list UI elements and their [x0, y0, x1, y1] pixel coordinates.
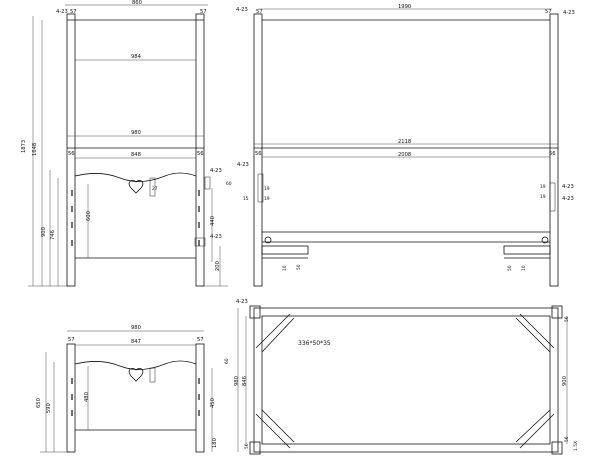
- headboard-slot-marks: [71, 190, 200, 246]
- side-hook-left-dim-0: 19: [264, 186, 270, 192]
- footboard-front-view: 980 57 57 847 650 590 480 60 450 180: [36, 325, 230, 453]
- plan-left-dim-c: 56: [244, 443, 250, 449]
- plan-right-dim-c: 56: [564, 436, 570, 442]
- footboard-right-dim-b: 180: [212, 438, 218, 448]
- side-right-post: 56: [549, 151, 556, 157]
- plan-corner-label: 4-23: [236, 299, 248, 305]
- headboard-board-inner: 848: [131, 152, 141, 158]
- footboard-right-dim-a: 450: [210, 398, 216, 408]
- svg-text:27: 27: [152, 186, 158, 192]
- headboard-post-height: 1648: [32, 143, 38, 156]
- headboard-top-width: 860: [132, 0, 142, 6]
- footboard-top-width: 980: [131, 325, 141, 331]
- side-bottom-right-a: 50: [507, 265, 513, 271]
- side-hook-right-bottom: 4-23: [562, 196, 574, 202]
- headboard-board-height: 900: [41, 227, 47, 237]
- plan-right-dim-b: 56: [564, 316, 570, 322]
- footboard-panel-height: 480: [84, 392, 90, 402]
- footboard-corner-post-right: 57: [197, 337, 204, 343]
- headboard-corner-post-left: 57: [70, 9, 77, 15]
- side-corner-right: 4-23: [563, 10, 575, 16]
- plan-right-dim-a: 900: [562, 376, 568, 386]
- plan-left-dim-b: 846: [242, 376, 248, 386]
- headboard-right-dim-d: 60: [226, 181, 232, 187]
- headboard-post-right: 56: [197, 151, 204, 157]
- plan-brace-label: 336*50*35: [298, 340, 331, 347]
- side-bottom-right-b: 10: [521, 265, 527, 271]
- headboard-board-width: 980: [131, 130, 141, 136]
- top-plan-view: 4-23 336*50*35 980 846 56 900 56 56 1.5X: [234, 299, 579, 455]
- headboard-corner-left: 4-23: [56, 9, 68, 15]
- headboard-side-height: 746: [50, 230, 56, 240]
- plan-left-dim-a: 980: [234, 376, 240, 386]
- headboard-post-left: 56: [68, 151, 75, 157]
- headboard-right-dim-b: 200: [215, 261, 221, 271]
- footboard-right-dim-c: 60: [224, 358, 230, 364]
- side-corner-left: 4-23: [236, 7, 248, 13]
- side-hook-left-dim-2: 15: [243, 196, 249, 202]
- footboard-inner-width: 847: [131, 339, 141, 345]
- side-left-post: 56: [255, 151, 262, 157]
- headboard-hook-bottom: 4-23: [210, 234, 222, 240]
- side-top-length: 1990: [398, 4, 411, 10]
- side-hook-left: 4-23: [237, 162, 249, 168]
- headboard-total-height: 1873: [21, 140, 27, 153]
- headboard-inner-width: 984: [131, 54, 142, 60]
- side-corner-right-post: 57: [545, 9, 552, 15]
- headboard-hook-top: 4-23: [210, 168, 222, 174]
- side-hook-right-dim-1: 19: [540, 194, 546, 200]
- side-hook-left-dim-1: 19: [264, 196, 270, 202]
- side-corner-left-post: 57: [256, 9, 263, 15]
- side-overall-length: 2118: [398, 139, 411, 145]
- plan-bottom-right: 1.5X: [573, 441, 579, 451]
- side-inner-length: 2008: [398, 152, 411, 158]
- side-bottom-left-b: 50: [296, 264, 302, 270]
- side-hook-right: 4-23: [562, 184, 574, 190]
- footboard-left-height: 650: [36, 398, 42, 408]
- footboard-corner-post-left: 57: [68, 337, 75, 343]
- side-bottom-left-a: 10: [282, 265, 288, 271]
- footboard-left-inner: 590: [46, 403, 52, 413]
- side-hook-right-dim-0: 19: [540, 184, 546, 190]
- headboard-corner-post-right: 57: [200, 9, 207, 15]
- footboard-slot-marks: [71, 378, 200, 416]
- headboard-panel-height: 600: [86, 211, 92, 221]
- headboard-front-view: 860 4-23 57 57 984 980 56 848 56 27: [21, 0, 232, 287]
- headboard-right-dim-a: 440: [210, 216, 216, 226]
- side-view: 4-23 57 57 4-23 1990 2118 56 2008 56 4-2…: [236, 4, 575, 287]
